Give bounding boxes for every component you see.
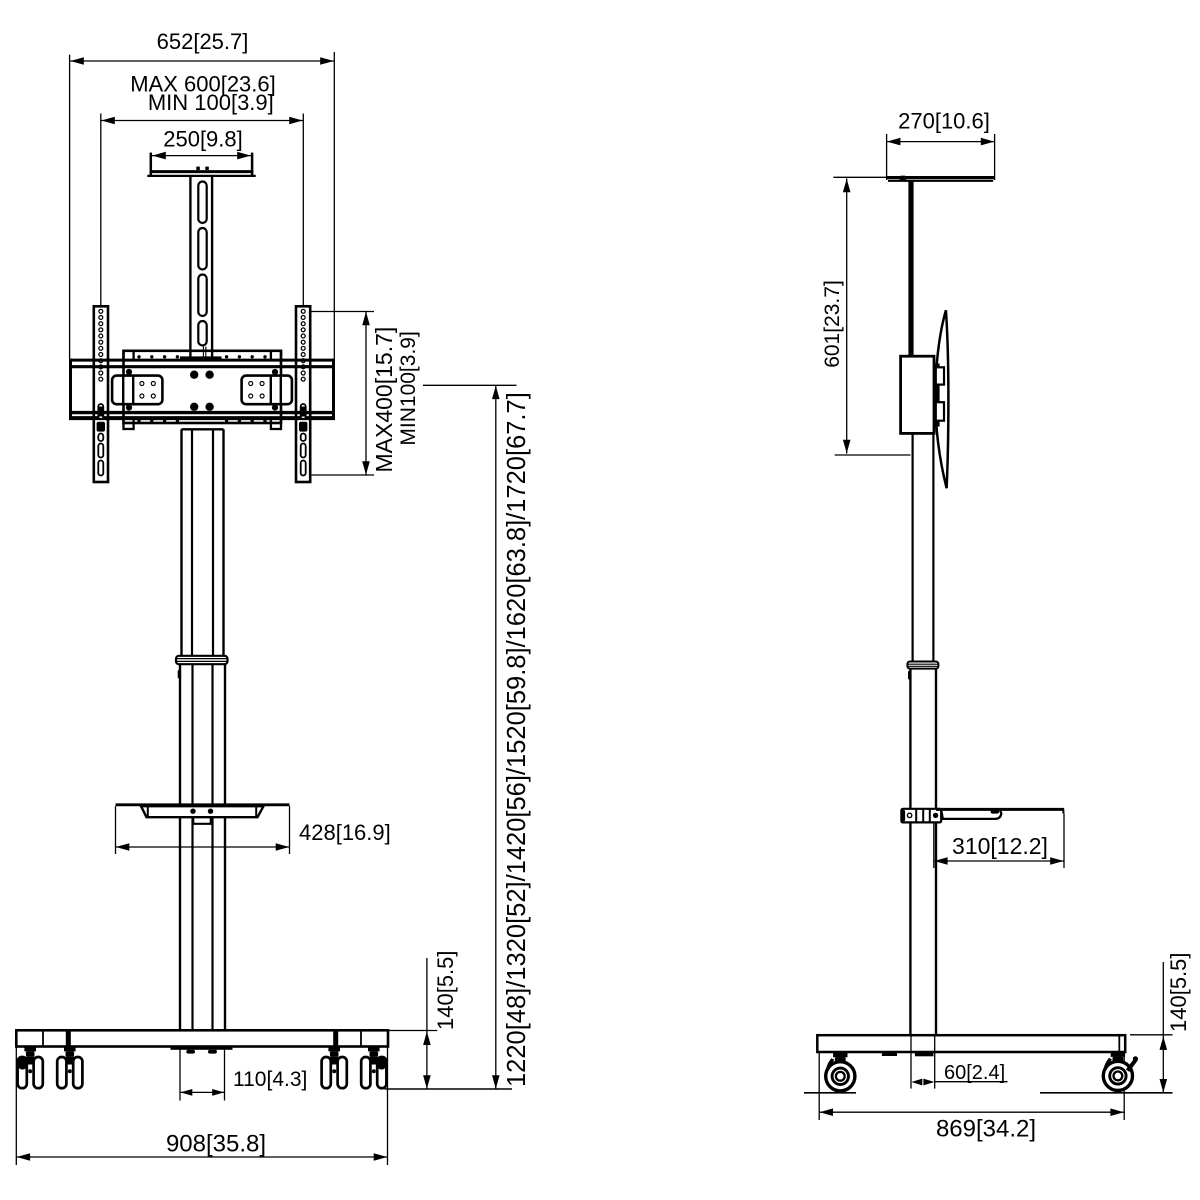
svg-text:110[4.3]: 110[4.3] bbox=[233, 1068, 307, 1091]
svg-text:MAX400[15.7]: MAX400[15.7] bbox=[371, 327, 397, 473]
svg-text:601[23.7]: 601[23.7] bbox=[821, 280, 844, 368]
svg-text:310[12.2]: 310[12.2] bbox=[952, 833, 1048, 859]
svg-text:140[5.5]: 140[5.5] bbox=[433, 950, 458, 1030]
svg-text:1220[48]/1320[52]/1420[56]/152: 1220[48]/1320[52]/1420[56]/1520[59.8]/16… bbox=[503, 392, 531, 1087]
svg-text:60[2.4]: 60[2.4] bbox=[944, 1062, 1005, 1084]
svg-text:908[35.8]: 908[35.8] bbox=[166, 1131, 266, 1158]
svg-text:428[16.9]: 428[16.9] bbox=[299, 820, 391, 845]
svg-text:270[10.6]: 270[10.6] bbox=[898, 109, 990, 134]
svg-text:140[5.5]: 140[5.5] bbox=[1166, 952, 1191, 1032]
svg-text:250[9.8]: 250[9.8] bbox=[163, 127, 243, 152]
svg-text:652[25.7]: 652[25.7] bbox=[157, 29, 249, 54]
svg-text:869[34.2]: 869[34.2] bbox=[936, 1116, 1036, 1143]
svg-text:MAX 600[23.6]: MAX 600[23.6] bbox=[130, 72, 276, 97]
svg-text:MIN 100[3.9]: MIN 100[3.9] bbox=[148, 90, 274, 115]
svg-text:MIN100[3.9]: MIN100[3.9] bbox=[397, 331, 420, 445]
